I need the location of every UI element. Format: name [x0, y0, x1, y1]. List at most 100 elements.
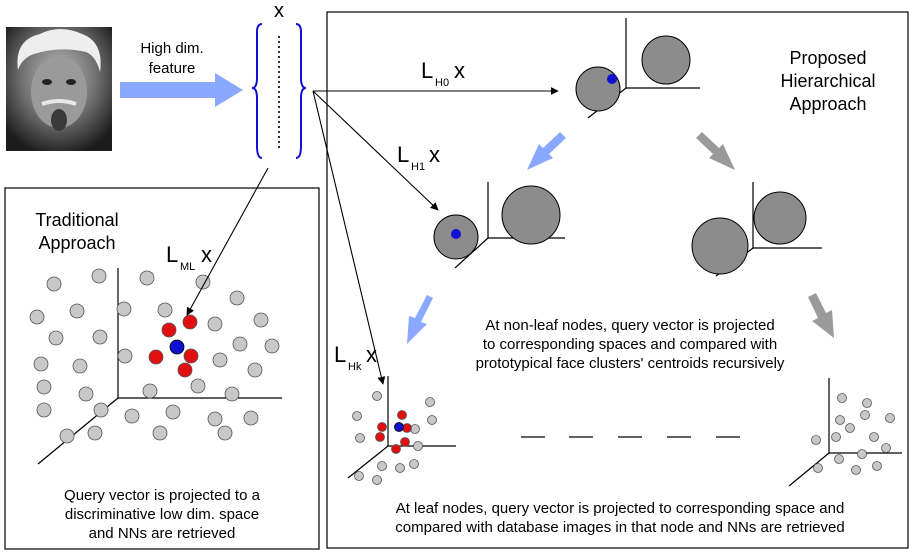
leaf-text-line1: At leaf nodes, query vector is projected…: [396, 500, 845, 517]
database-dot: [845, 423, 855, 433]
leaf-left-node: [347, 376, 456, 485]
database-dot: [372, 391, 382, 401]
traditional-caption-line1: Query vector is projected to a: [64, 487, 261, 504]
database-dot: [834, 454, 844, 464]
tree-arrow-blue-1: [527, 132, 566, 170]
database-dot: [862, 398, 872, 408]
proj-ml-x: x: [201, 242, 212, 267]
database-dot: [264, 338, 280, 354]
projection-label-h0: L H0 x: [421, 58, 465, 89]
nonleaf-text-line3: prototypical face clusters' centroids re…: [476, 355, 785, 372]
neighbor-dot: [177, 362, 193, 378]
traditional-scatter: [29, 268, 280, 444]
projection-label-hk: L Hk x: [334, 342, 377, 373]
proj-h0-sub: H0: [435, 77, 449, 89]
hier-title-line2: Hierarchical: [780, 71, 875, 91]
database-dot: [253, 312, 269, 328]
database-dot: [869, 432, 879, 442]
database-dot: [92, 329, 108, 345]
l1-left-cluster-2: [501, 185, 561, 245]
database-dot: [117, 348, 133, 364]
database-dot: [91, 268, 107, 284]
database-dot: [224, 386, 240, 402]
traditional-panel: [4, 187, 320, 550]
database-dot: [48, 330, 64, 346]
database-dot: [124, 408, 140, 424]
neighbor-dot: [400, 437, 410, 447]
hierarchical-panel: [326, 11, 909, 549]
database-dot: [29, 309, 45, 325]
leaf-text-line2: compared with database images in that no…: [395, 519, 844, 536]
proj-h1-L: L: [397, 142, 409, 167]
proj-h0-L: L: [421, 58, 433, 83]
proj-h0-x: x: [454, 58, 465, 83]
root-node: [575, 18, 700, 119]
database-dot: [33, 356, 49, 372]
database-dot: [207, 316, 223, 332]
database-dot: [395, 463, 405, 473]
traditional-caption-line2: discriminative low dim. space: [65, 506, 259, 523]
database-dot: [46, 276, 62, 292]
nonleaf-text-line1: At non-leaf nodes, query vector is proje…: [485, 317, 774, 334]
database-dot: [142, 383, 158, 399]
arrow-to-leaf: [312, 90, 386, 385]
database-dot: [857, 449, 867, 459]
l1-right-cluster-1: [691, 217, 749, 275]
database-dot: [152, 425, 168, 441]
database-dot: [860, 410, 870, 420]
database-dot: [116, 301, 132, 317]
neighbor-dot: [182, 314, 198, 330]
proj-h1-x: x: [429, 142, 440, 167]
database-dot: [885, 413, 895, 423]
neighbor-dot: [377, 422, 387, 432]
database-dot: [409, 459, 419, 469]
traditional-caption-line3: and NNs are retrieved: [89, 525, 236, 542]
root-cluster-1: [575, 66, 621, 112]
database-dot: [413, 441, 423, 451]
database-dot: [217, 425, 233, 441]
database-dot: [72, 358, 88, 374]
proj-hk-L: L: [334, 342, 346, 367]
proj-ml-L: L: [166, 242, 178, 267]
database-dot: [243, 410, 259, 426]
proj-ml-sub: ML: [180, 261, 195, 273]
query-dot: [394, 422, 404, 432]
database-dot: [78, 386, 94, 402]
projection-label-ml: L ML x: [166, 242, 212, 273]
high-dim-label-line1: High dim.: [140, 40, 203, 57]
root-cluster-2: [641, 35, 691, 85]
traditional-title-line1: Traditional: [35, 210, 118, 230]
database-dot: [232, 336, 248, 352]
database-dot: [207, 411, 223, 427]
traditional-title-line2: Approach: [38, 233, 115, 253]
database-dot: [377, 461, 387, 471]
vector-x-label: x: [274, 0, 284, 22]
root-query-dot: [607, 74, 617, 84]
feature-vector-bracket: [251, 23, 307, 159]
database-dot: [813, 463, 823, 473]
proj-hk-sub: Hk: [348, 361, 362, 373]
database-dot: [36, 379, 52, 395]
proj-hk-x: x: [366, 342, 377, 367]
l1-right-cluster-2: [753, 191, 807, 245]
high-dim-label-line2: feature: [149, 60, 196, 77]
database-dot: [831, 432, 841, 442]
tree-arrow-gray-2: [808, 293, 834, 338]
face-photo: [6, 27, 112, 151]
neighbor-dot: [375, 432, 385, 442]
database-dot: [837, 393, 847, 403]
database-dot: [352, 411, 362, 421]
database-dot: [835, 415, 845, 425]
neighbor-dot: [402, 423, 412, 433]
database-dot: [36, 402, 52, 418]
database-dot: [425, 397, 435, 407]
neighbor-dot: [397, 410, 407, 420]
arrow-to-traditional: [186, 167, 269, 316]
database-dot: [212, 352, 228, 368]
database-dot: [881, 443, 891, 453]
hier-title-line3: Approach: [789, 94, 866, 114]
database-dot: [811, 435, 821, 445]
neighbor-dot: [183, 348, 199, 364]
database-dot: [427, 415, 437, 425]
